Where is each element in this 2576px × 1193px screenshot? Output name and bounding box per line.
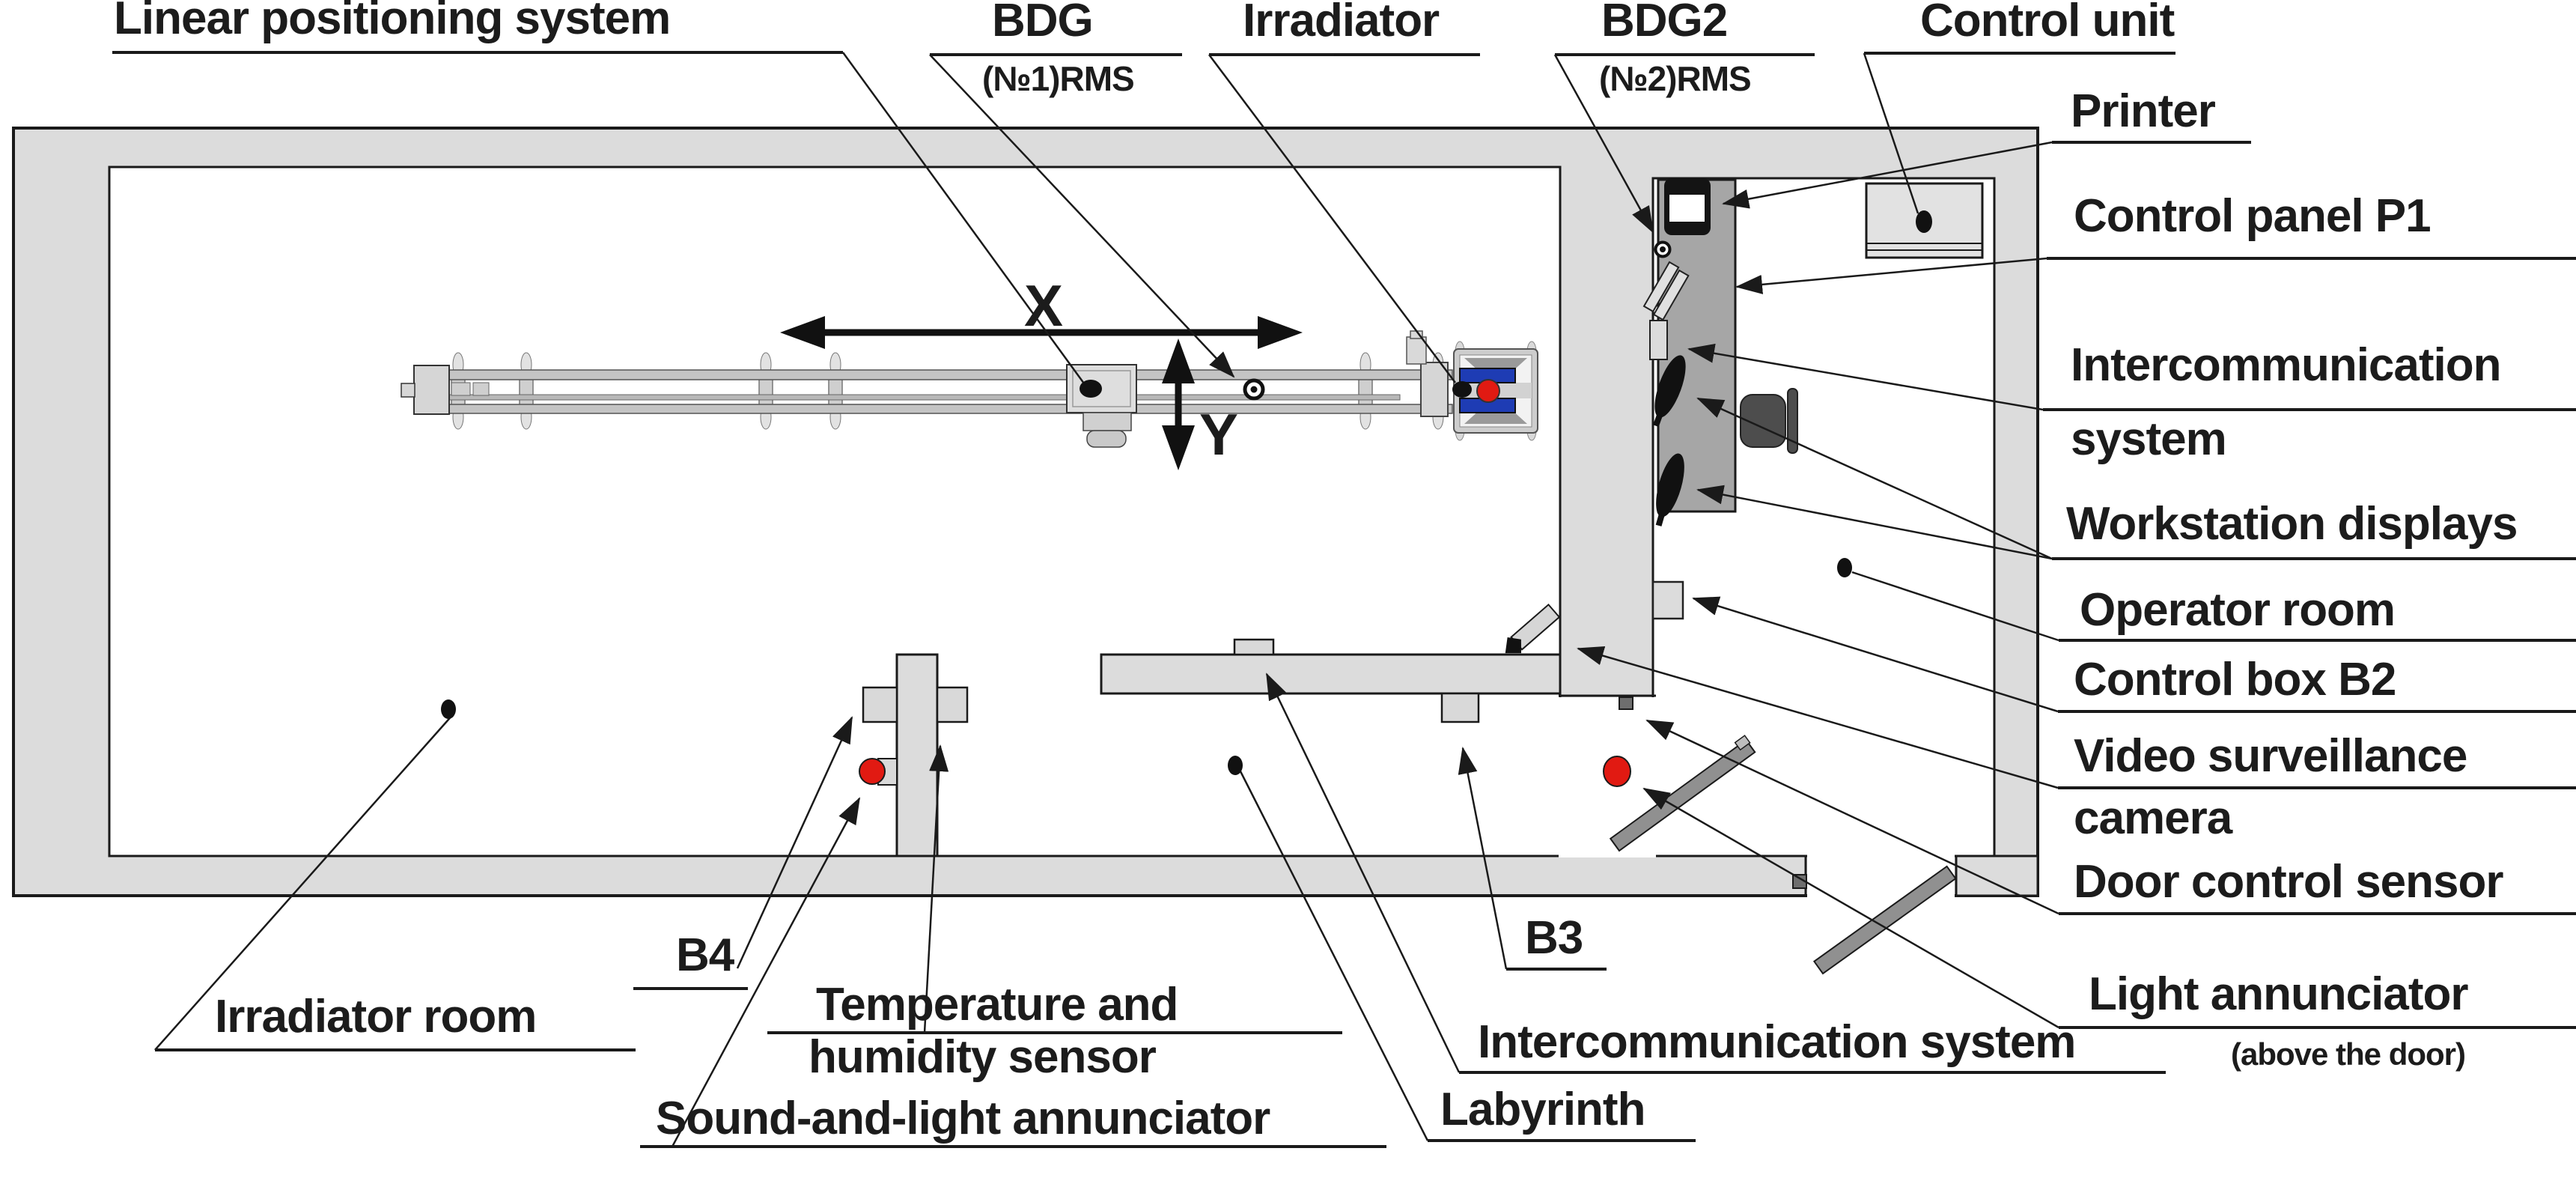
printer xyxy=(1664,178,1711,235)
rail-carriage-detail xyxy=(1072,370,1131,407)
label-irradiator: Irradiator xyxy=(1243,0,1440,46)
label-bdg2: BDG2 xyxy=(1601,0,1728,46)
labyrinth-partition-wall xyxy=(895,653,939,857)
label-linear-positioning-system: Linear positioning system xyxy=(114,0,671,44)
irradiator-leader-dot xyxy=(1452,381,1472,398)
label-door-control-sensor: Door control sensor xyxy=(2074,856,2504,908)
intercom-box-labyrinth xyxy=(1233,638,1275,656)
rail-motor xyxy=(1406,336,1427,365)
rail-carriage-bracket xyxy=(1083,412,1132,431)
rail-detail xyxy=(451,382,471,396)
label-intercommunication-system: Intercommunication system xyxy=(1478,1016,2076,1068)
intercom-unit-desk xyxy=(1649,320,1668,360)
labyrinth-leader-dot xyxy=(1228,756,1243,775)
label-control-unit: Control unit xyxy=(1920,0,2175,46)
label-labyrinth: Labyrinth xyxy=(1440,1084,1645,1135)
operator-room-leader-dot xyxy=(1837,558,1852,577)
label-control-panel-p1: Control panel P1 xyxy=(2074,190,2432,242)
label-video-surveillance: Video surveillance xyxy=(2074,730,2467,782)
control-panel-p1 xyxy=(1642,261,1690,321)
rail-detail xyxy=(472,382,490,396)
rail-tube-top xyxy=(416,369,1453,380)
irradiator-device xyxy=(1453,341,1538,441)
control-unit-leader-dot xyxy=(1916,210,1932,233)
label-axis-y: Y xyxy=(1199,401,1238,467)
label-underlines xyxy=(112,51,2576,1148)
label-temperature-line1: Temperature and xyxy=(816,979,1178,1030)
label-axis-x: X xyxy=(1024,273,1063,339)
label-light-annunciator-sub: (above the door) xyxy=(2231,1036,2466,1072)
label-b3: B3 xyxy=(1525,912,1583,964)
label-bdg: BDG xyxy=(992,0,1094,46)
door-control-sensor xyxy=(1619,696,1633,710)
workstation-display-1 xyxy=(1653,355,1686,427)
bdg1-sensor xyxy=(1243,378,1265,401)
rail-tube-bottom xyxy=(416,404,1453,414)
rail-end-tab xyxy=(401,383,415,398)
rail-end-bracket-right xyxy=(1420,362,1449,417)
linear-positioning-system xyxy=(401,330,1453,448)
control-box-b2 xyxy=(1651,580,1684,620)
label-sound-and-light: Sound-and-light annunciator xyxy=(656,1093,1270,1144)
label-light-annunciator: Light annunciator xyxy=(2089,968,2469,1020)
carriage-leader-dot xyxy=(1080,380,1102,398)
irradiator-room-leader-dot xyxy=(441,699,456,719)
label-bdg2-sub: (№2)RMS xyxy=(1599,59,1752,98)
leader-lines xyxy=(154,52,2059,1147)
wall-corner-piece xyxy=(1955,854,2039,897)
irradiator-source-dot xyxy=(1476,379,1500,403)
label-b4: B4 xyxy=(676,929,734,981)
label-intercommunication-sub: system xyxy=(2071,413,2227,465)
door-leaf-inner xyxy=(1609,735,1756,852)
label-temperature-line2: humidity sensor xyxy=(809,1031,1157,1083)
label-printer: Printer xyxy=(2071,85,2216,137)
door-leaf-outer xyxy=(1812,865,1957,975)
rail-carriage-roller xyxy=(1086,430,1127,448)
label-irradiator-room: Irradiator room xyxy=(215,991,537,1042)
label-control-box-b2: Control box B2 xyxy=(2074,654,2396,705)
workstation-display-2 xyxy=(1655,453,1684,526)
temperature-humidity-sensor xyxy=(936,686,969,723)
light-annunciator-lamp xyxy=(1603,756,1631,787)
bdg2-sensor xyxy=(1654,240,1672,258)
label-workstation-displays: Workstation displays xyxy=(2066,498,2518,550)
control-box-b4 xyxy=(862,686,898,723)
label-intercommunication: Intercommunication xyxy=(2071,339,2502,391)
label-operator-room: Operator room xyxy=(2080,584,2396,636)
control-box-b3 xyxy=(1440,692,1480,723)
label-video-surveillance-sub: camera xyxy=(2074,792,2232,844)
labyrinth-wall xyxy=(1100,653,1562,695)
sound-light-annunciator-lamp xyxy=(859,758,886,785)
rail-end-plate-left xyxy=(413,365,450,415)
leader-dots xyxy=(441,210,1932,775)
irradiator-room-area xyxy=(108,166,1562,857)
label-bdg-sub: (№1)RMS xyxy=(982,59,1135,98)
y-axis-arrow xyxy=(1162,339,1195,470)
video-surveillance-camera xyxy=(1505,603,1561,654)
